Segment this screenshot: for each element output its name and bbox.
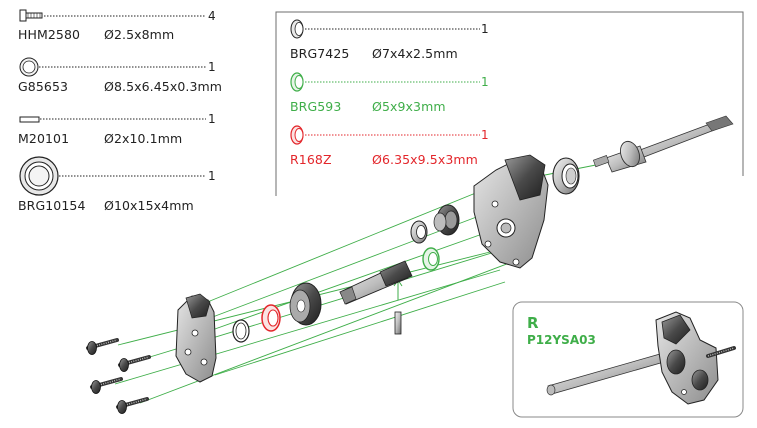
part-size: Ø10x15x4mm	[104, 198, 194, 213]
part-qty: 1	[481, 128, 489, 142]
spur-gear	[289, 282, 322, 326]
part-size: Ø6.35x9.5x3mm	[372, 152, 478, 167]
inset-part-number: P12YSA03	[527, 333, 596, 347]
screw	[86, 338, 119, 355]
green-bearing	[422, 247, 440, 271]
part-size: Ø5x9x3mm	[372, 99, 446, 114]
part-code: G85653	[18, 79, 69, 94]
part-qty: 1	[481, 22, 489, 36]
part-qty: 4	[208, 9, 216, 23]
part-code: R168Z	[290, 152, 332, 167]
part-qty: 1	[208, 169, 216, 183]
part-qty: 1	[208, 112, 216, 126]
main-shaft	[339, 260, 413, 305]
part-hhm2580-icon	[19, 9, 43, 22]
part-brg7425-icon	[290, 19, 304, 39]
part-qty: 1	[481, 75, 489, 89]
part-r168z-icon	[290, 125, 304, 145]
part-qty: 1	[208, 60, 216, 74]
part-code: HHM2580	[18, 27, 81, 42]
small-bearing	[410, 220, 428, 244]
part-code: BRG593	[290, 99, 342, 114]
inset-side-label: R	[527, 314, 539, 332]
part-m20101-icon	[19, 116, 40, 123]
assembled-unit-illustration	[546, 311, 736, 405]
part-size: Ø7x4x2.5mm	[372, 46, 458, 61]
gearbox-housing	[473, 154, 549, 269]
part-size: Ø2.5x8mm	[104, 27, 175, 42]
part-brg10154-icon	[19, 156, 59, 196]
part-code: BRG10154	[18, 198, 86, 213]
part-code: BRG7425	[290, 46, 350, 61]
gearbox-cover	[175, 293, 217, 383]
screw	[90, 377, 123, 394]
part-g85653-icon	[19, 57, 39, 77]
part-size: Ø8.5x6.45x0.3mm	[104, 79, 223, 94]
pin	[394, 311, 402, 335]
part-brg593-icon	[290, 72, 304, 92]
bearing-large	[552, 157, 580, 195]
screw	[116, 397, 149, 414]
part-size: Ø2x10.1mm	[104, 131, 183, 146]
pinion-gear	[433, 204, 460, 236]
screw	[118, 355, 151, 372]
shim	[232, 319, 250, 343]
parts-box-frame	[275, 11, 744, 196]
part-code: M20101	[18, 131, 70, 146]
output-shaft	[592, 115, 734, 173]
red-bearing	[261, 304, 281, 332]
